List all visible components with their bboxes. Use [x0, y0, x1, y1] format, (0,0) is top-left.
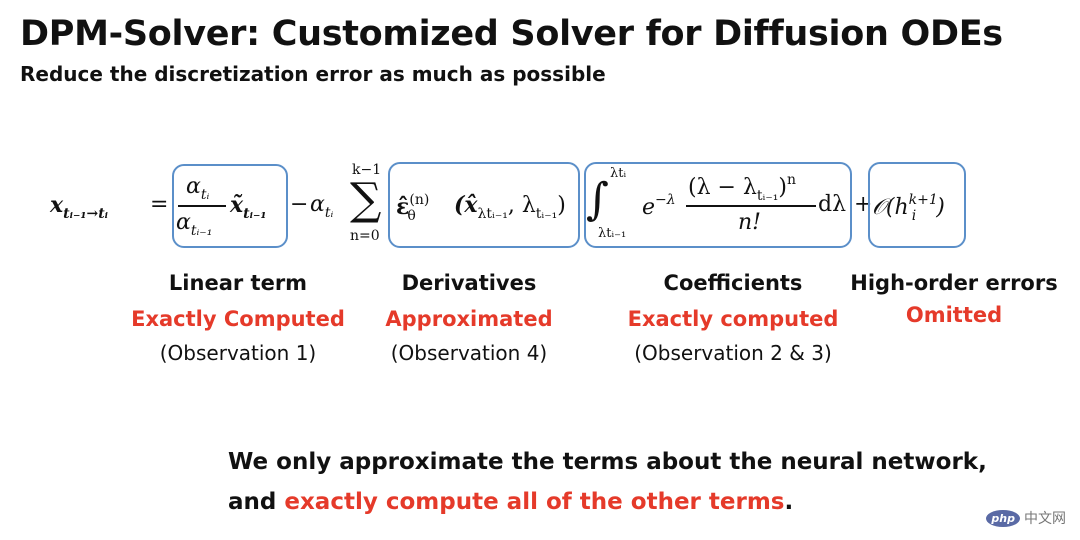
exp-term: e−λ: [642, 192, 676, 220]
sum-lower: n=0: [350, 228, 380, 244]
coef-fraction-bar: [686, 205, 816, 207]
linear-fraction-bar: [178, 205, 226, 207]
label-title: Coefficients: [663, 271, 803, 295]
linear-denominator: αtᵢ₋₁: [176, 210, 213, 239]
solver-formula: 𝒙tᵢ₋₁→tᵢ = αtᵢ αtᵢ₋₁ x̃tᵢ₋₁ − αtᵢ k−1 ∑ …: [50, 160, 980, 250]
label-coefficients: Coefficients Exactly computed (Observati…: [620, 268, 846, 368]
slide-title: DPM-Solver: Customized Solver for Diffus…: [20, 14, 1003, 54]
watermark-badge: php: [986, 509, 1020, 527]
linear-numerator: αtᵢ: [186, 174, 210, 203]
bottom-line-1: We only approximate the terms about the …: [228, 449, 987, 475]
label-observation: (Observation 1): [159, 341, 317, 365]
bottom-statement: We only approximate the terms about the …: [228, 442, 987, 522]
derivative-args: (x̂λtᵢ₋₁, λtᵢ₋₁): [454, 192, 566, 222]
coefficients-box: [584, 162, 852, 248]
label-derivatives: Derivatives Approximated (Observation 4): [376, 268, 562, 368]
label-status: Omitted: [905, 303, 1003, 327]
watermark-text: 中文网: [1024, 511, 1066, 527]
derivative-eps: ε̂(n)θ: [396, 192, 430, 224]
formula-minus: −: [290, 192, 309, 217]
label-linear-term: Linear term Exactly Computed (Observatio…: [130, 268, 346, 368]
high-order-error-box: [868, 162, 966, 248]
watermark: php 中文网: [986, 508, 1066, 528]
integral-upper: λtᵢ: [610, 166, 627, 181]
label-title: Linear term: [168, 271, 308, 295]
label-observation: (Observation 4): [390, 341, 548, 365]
dlambda: dλ: [818, 192, 847, 217]
label-high-order-errors: High-order errors Omitted: [848, 268, 1060, 334]
linear-term-box: [172, 164, 288, 248]
formula-alpha: αtᵢ: [310, 192, 334, 221]
bottom-line-2: and exactly compute all of the other ter…: [228, 489, 794, 515]
label-title: Derivatives: [401, 271, 537, 295]
integral-lower: λtᵢ₋₁: [598, 226, 627, 241]
slide-subtitle: Reduce the discretization error as much …: [20, 62, 606, 86]
formula-equals: =: [150, 192, 169, 217]
linear-x: x̃tᵢ₋₁: [230, 192, 267, 222]
label-title: High-order errors: [850, 271, 1058, 295]
label-observation: (Observation 2 & 3): [634, 341, 832, 365]
label-status: Exactly Computed: [131, 307, 345, 331]
formula-plus: +: [854, 192, 873, 217]
coef-denominator: n!: [738, 210, 762, 235]
sum-upper: k−1: [352, 162, 382, 178]
sum-sign: ∑: [350, 174, 382, 225]
formula-lhs: 𝒙tᵢ₋₁→tᵢ: [50, 192, 109, 222]
label-status: Approximated: [385, 307, 553, 331]
derivatives-box: [388, 162, 580, 248]
error-term: 𝒪(hk+1i): [872, 192, 945, 224]
label-status: Exactly computed: [627, 307, 839, 331]
coef-numerator: (λ − λtᵢ₋₁)n: [688, 172, 796, 204]
integral-sign: ∫: [586, 174, 609, 225]
